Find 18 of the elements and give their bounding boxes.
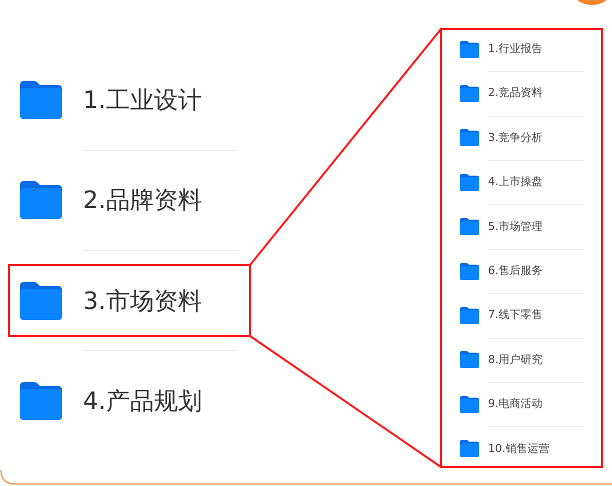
subfolder-name: 2.竞品资料	[488, 85, 542, 102]
subfolder-panel	[440, 28, 603, 468]
folder-name: 1.工业设计	[83, 85, 202, 115]
subfolder-name: 7.线下零售	[488, 307, 542, 324]
subfolder-name: 8.用户研究	[488, 352, 542, 368]
subfolder-name: 10.销售运营	[488, 440, 550, 457]
folder-name: 2.品牌资料	[83, 185, 202, 215]
highlight-box	[8, 264, 251, 337]
subfolder-name: 1.行业报告	[488, 41, 542, 57]
subfolder-name: 3.竞争分析	[488, 130, 542, 146]
subfolder-name: 4.上市操盘	[488, 174, 542, 190]
subfolder-name: 9.电商活动	[488, 396, 542, 412]
connector-line	[249, 28, 442, 266]
folder-name: 3.市场资料	[83, 286, 202, 316]
subfolder-name: 5.市场管理	[488, 218, 542, 235]
folder-name: 4.产品规划	[83, 386, 202, 416]
subfolder-name: 6.售后服务	[488, 263, 542, 279]
connector-line	[249, 335, 442, 468]
